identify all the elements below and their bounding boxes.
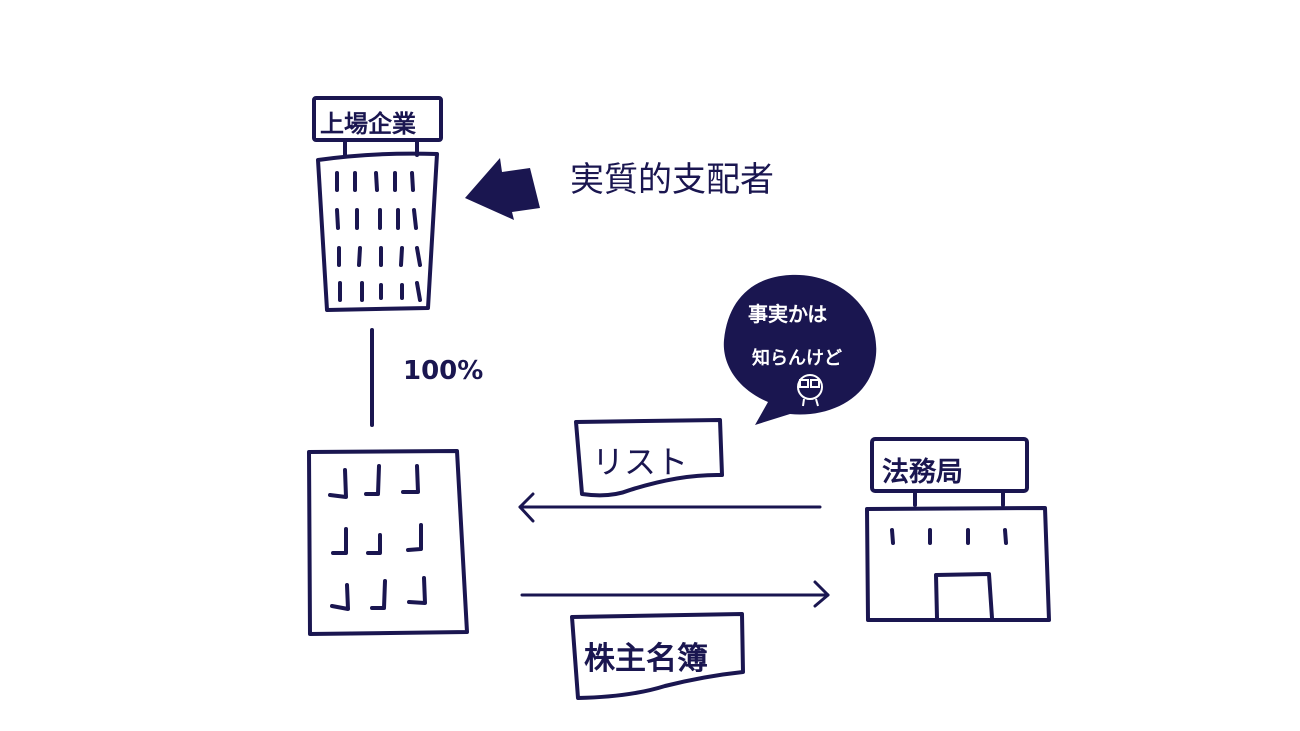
beneficial-owner-label: 実質的支配者 — [570, 160, 774, 200]
arrow-shareholder-flow — [520, 580, 830, 608]
speech-bubble-line1: 事実かは — [748, 302, 828, 326]
list-document-label: リスト — [592, 443, 689, 481]
listed-company-sign — [312, 96, 443, 142]
speech-bubble — [723, 274, 877, 425]
arrow-list-flow — [518, 492, 822, 523]
shareholder-list-document — [570, 612, 745, 700]
subsidiary-building — [307, 449, 469, 636]
listed-company-label: 上場企業 — [320, 110, 416, 138]
legal-affairs-bureau-building — [865, 437, 1051, 622]
legal-affairs-bureau-label: 法務局 — [882, 457, 963, 488]
speech-bubble-line2: 知らんけど — [752, 348, 842, 369]
door — [934, 572, 994, 620]
legal-affairs-bureau-sign — [870, 437, 1029, 493]
windows — [335, 171, 422, 302]
face-icon — [797, 374, 823, 407]
big-arrow-icon — [465, 158, 540, 220]
shareholder-list-label: 株主名簿 — [584, 641, 708, 677]
list-document — [574, 418, 724, 498]
listed-company-building — [312, 96, 443, 312]
ownership-percentage: 100% — [403, 356, 484, 386]
